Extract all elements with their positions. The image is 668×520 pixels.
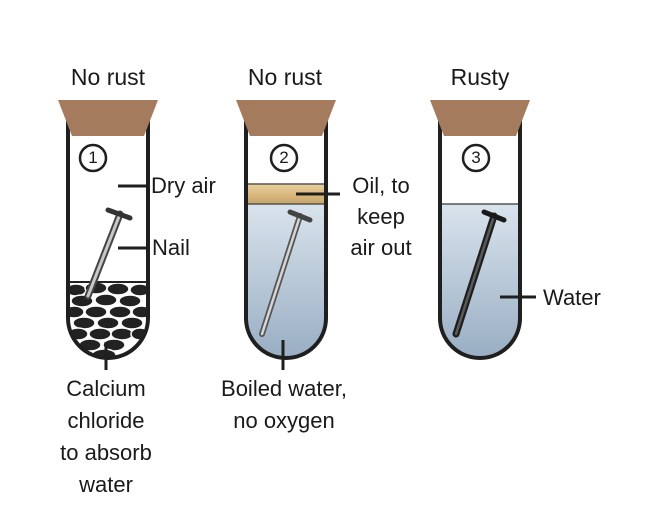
tube-2 [236, 100, 340, 370]
number-circle-1 [78, 143, 108, 173]
number-circle-2 [269, 143, 299, 173]
cork-2 [236, 100, 336, 136]
nail-label: Nail [152, 235, 190, 260]
dry-air-label: Dry air [151, 173, 216, 198]
calcium-chloride-label: Calcium chloride to absorb water [60, 376, 152, 497]
oil-layer [246, 184, 326, 204]
tube-1-status: No rust [70, 64, 146, 90]
tube-1-glass [66, 110, 150, 360]
tube-3-status: Rusty [450, 64, 510, 90]
tube-2-status: No rust [247, 64, 323, 90]
cork-3 [430, 100, 530, 136]
cork-1 [58, 100, 158, 136]
tube-1 [58, 100, 158, 370]
tube-2-number: 2 [279, 148, 289, 167]
nail-3 [452, 209, 507, 338]
tube-3 [430, 100, 536, 360]
tube-1-number: 1 [88, 148, 98, 167]
nail-1 [84, 207, 133, 300]
tube-3-glass [438, 110, 522, 360]
oil-label: Oil, to keep air out [350, 173, 412, 260]
tube-3-number: 3 [471, 148, 481, 167]
number-circle-3 [461, 143, 491, 173]
calcium-chloride [68, 281, 148, 358]
tube-2-glass [244, 110, 328, 360]
boiled-water-label: Boiled water, no oxygen [221, 376, 347, 433]
water-label: Water [543, 285, 601, 310]
boiled-water [246, 204, 326, 358]
nail-2 [259, 209, 313, 337]
